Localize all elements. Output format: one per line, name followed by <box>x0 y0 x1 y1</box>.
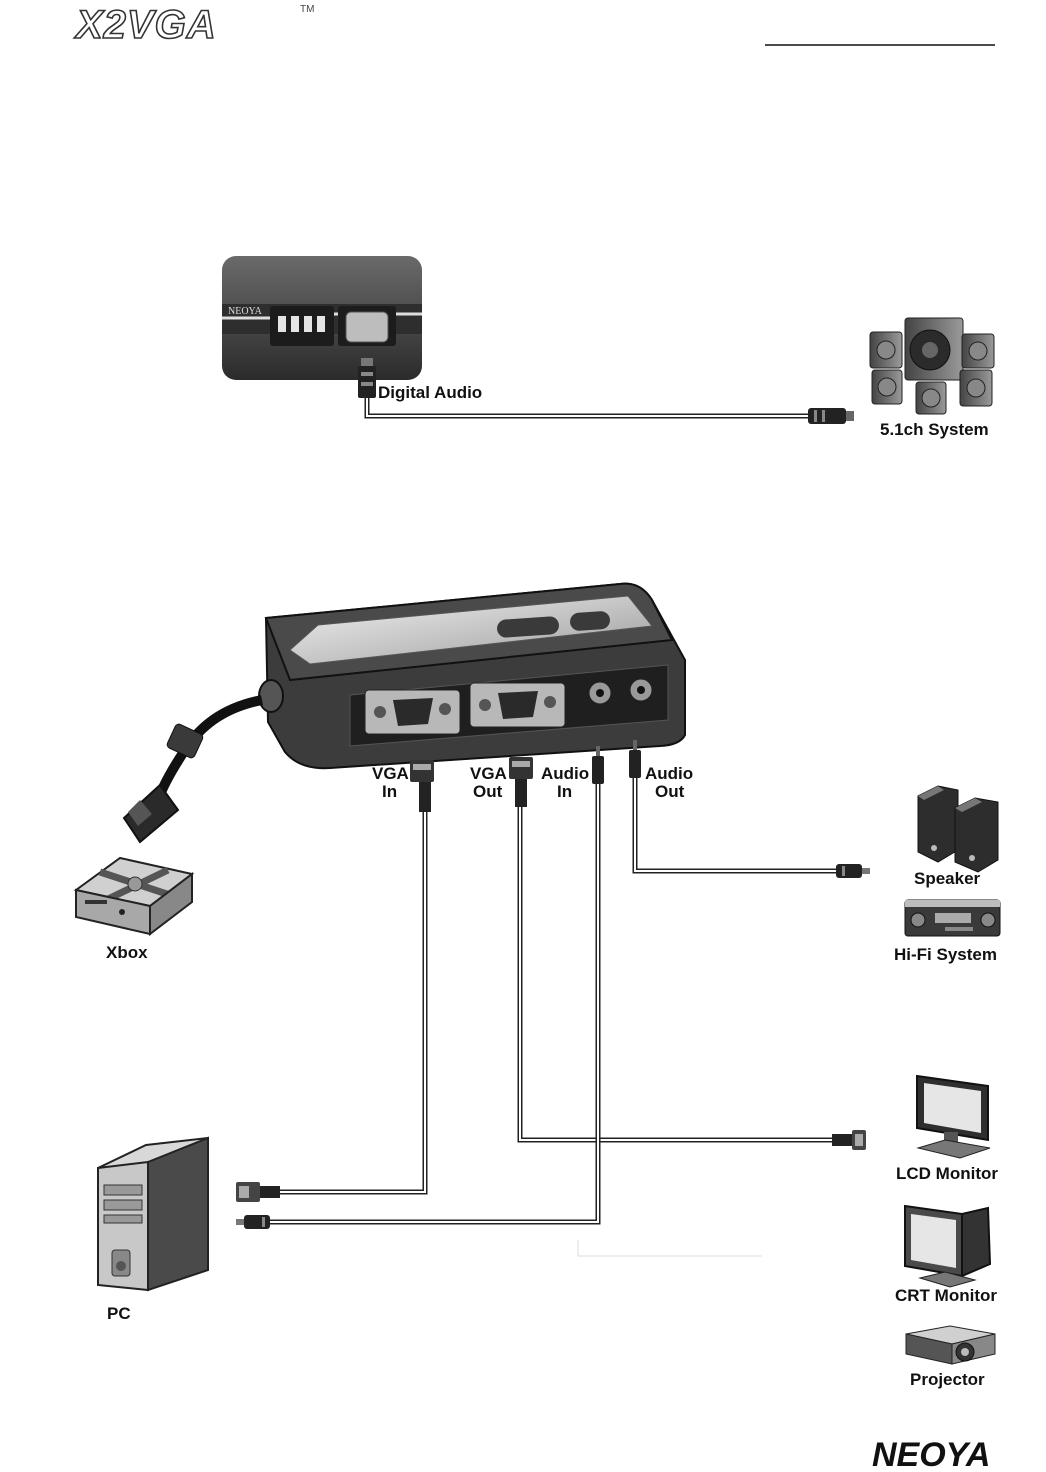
audio-in-label-line2: In <box>557 782 572 801</box>
pc-audio-jack <box>236 1215 270 1229</box>
surround-system-icon <box>870 318 994 414</box>
digital-audio-label: Digital Audio <box>378 383 482 402</box>
xbox-icon <box>76 858 192 934</box>
xbox-cable <box>124 680 283 842</box>
crt-monitor-label: CRT Monitor <box>895 1286 997 1305</box>
audio-in-label-line1: Audio <box>541 764 589 783</box>
speaker-icon <box>918 786 998 872</box>
crt-monitor-icon <box>905 1206 990 1287</box>
hifi-label: Hi-Fi System <box>894 945 997 964</box>
projector-label: Projector <box>910 1370 985 1389</box>
vga-out-plug <box>509 757 533 807</box>
pc-vga-plug <box>236 1182 280 1202</box>
lcd-monitor-label: LCD Monitor <box>896 1164 998 1183</box>
cable-audio-in-to-pc <box>270 784 598 1222</box>
pc-label: PC <box>107 1304 131 1323</box>
cable-vga-out-to-monitor <box>520 807 832 1140</box>
vga-out-label-line2: Out <box>473 782 503 801</box>
unit-brand-label: NEOYA <box>228 306 263 317</box>
cable-vga-in-to-pc <box>278 812 425 1192</box>
audio-out-label-line2: Out <box>655 782 685 801</box>
x2vga-logo-text: X2VGA <box>74 3 217 47</box>
optical-plug-end <box>808 408 854 424</box>
neoya-logo: NEOYA <box>872 1436 990 1472</box>
xbox-label: Xbox <box>106 943 148 962</box>
speaker-jack <box>836 864 870 878</box>
surround-system-label: 5.1ch System <box>880 420 989 439</box>
lcd-monitor-icon <box>917 1076 990 1158</box>
audio-out-label-line1: Audio <box>645 764 693 783</box>
speaker-label: Speaker <box>914 869 981 888</box>
faint-guide-line <box>578 1240 762 1256</box>
vga-in-label-line1: VGA <box>372 764 409 783</box>
audio-in-plug <box>592 746 604 784</box>
monitor-vga-plug <box>832 1130 866 1150</box>
vga-in-label-line2: In <box>382 782 397 801</box>
pc-tower-icon <box>98 1138 208 1290</box>
digital-audio-unit: NEOYA <box>222 256 422 380</box>
x2vga-adapter-device <box>266 584 685 769</box>
x2vga-logo: X2VGA TM <box>74 3 314 47</box>
projector-icon <box>906 1326 995 1364</box>
trademark-mark: TM <box>300 4 314 15</box>
hifi-icon <box>905 900 1000 936</box>
vga-in-plug <box>410 760 434 812</box>
vga-out-label-line1: VGA <box>470 764 507 783</box>
